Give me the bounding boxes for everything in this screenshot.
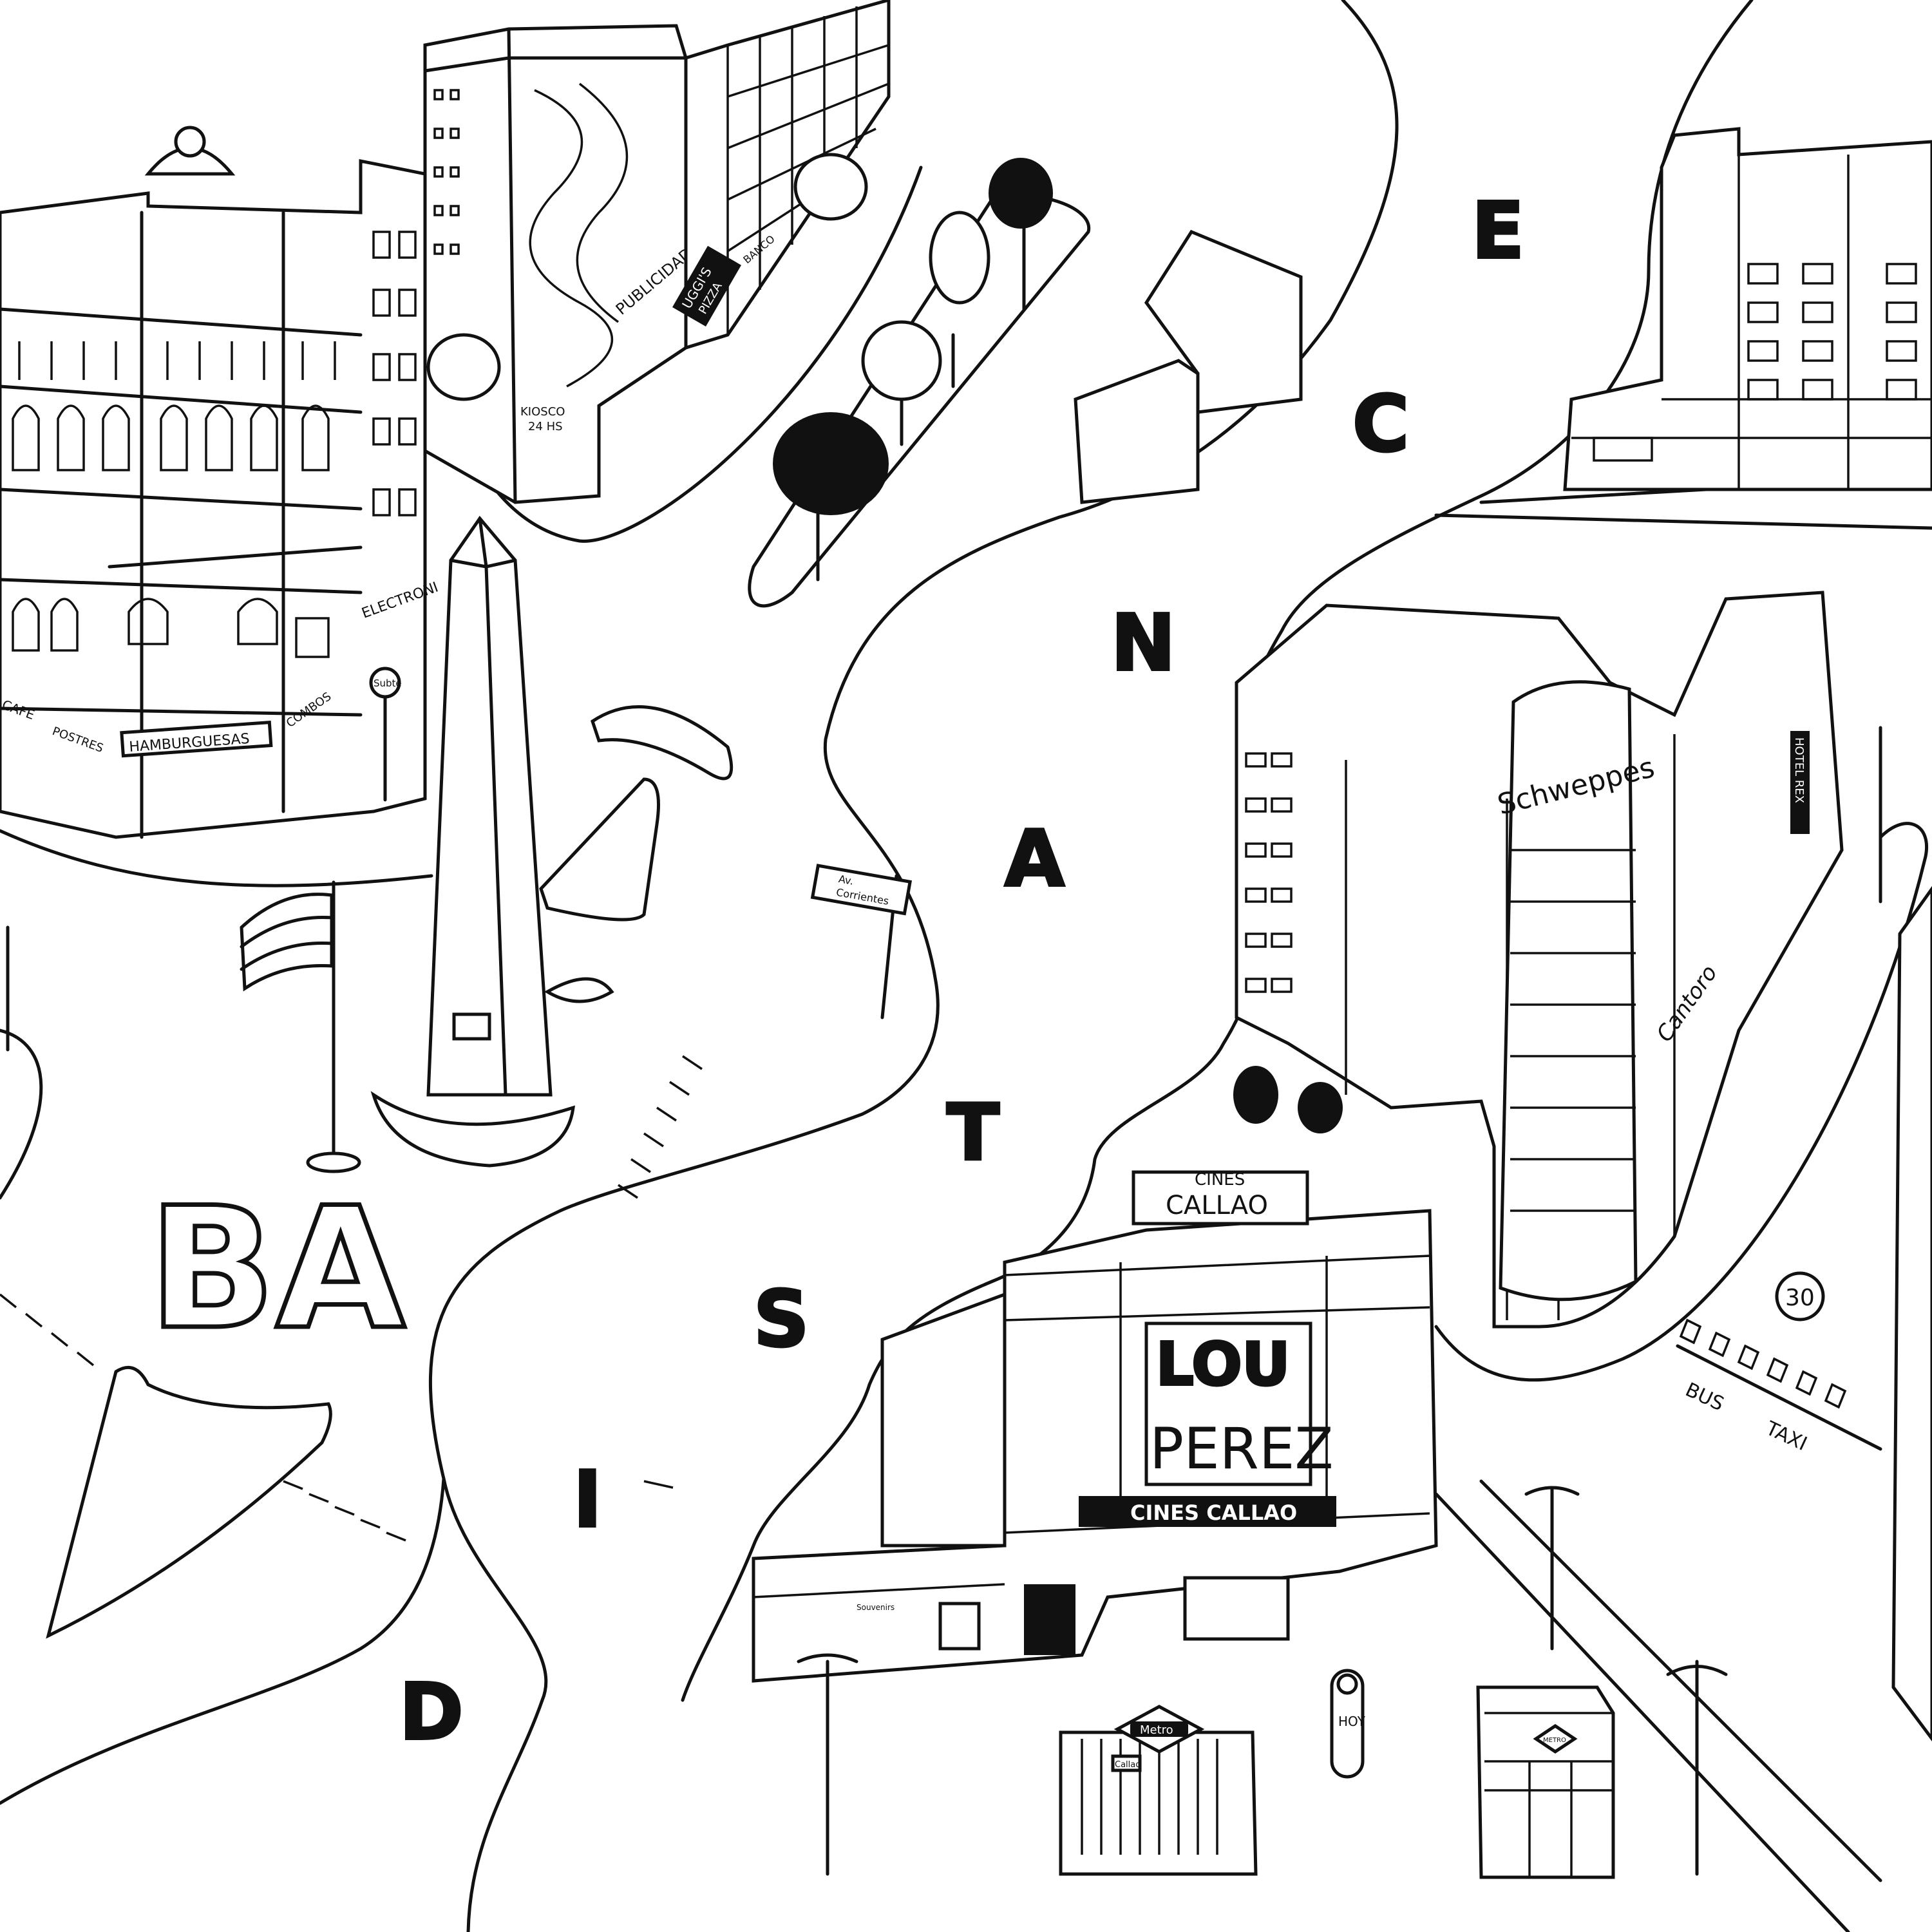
hoy-poster-column: HOY: [1330, 1669, 1366, 1779]
av-corrientes-sign: Av. Corrientes: [810, 864, 913, 1019]
metro-sign: Metro: [1140, 1723, 1173, 1737]
title-letter-e: E: [1472, 187, 1524, 276]
title-letter-i: I: [573, 1455, 602, 1545]
metro-entrance: Metro Callao: [1059, 1705, 1258, 1876]
title-letter-c: C: [1352, 380, 1409, 469]
title-letter-d: D: [399, 1668, 464, 1757]
cines-callao-building: CINES CALLAO LOU PEREZ CINES CALLAO Souv…: [752, 1170, 1438, 1683]
diagonal-road: [1434, 1479, 1882, 1932]
metro-kiosk-sign: METRO: [1543, 1737, 1566, 1744]
lane-taxi: TAXI: [1762, 1417, 1810, 1455]
street-lamps: [6, 726, 1882, 1876]
title-letter-n: N: [1111, 599, 1175, 688]
glass-office: UGGI'S PIZZA BANCO: [672, 0, 891, 350]
metro-kiosk: METRO: [1476, 1685, 1615, 1879]
sign-cines-callao-banner: CINES CALLAO: [1130, 1501, 1297, 1525]
distance-title: D I S T A N C E: [398, 185, 1526, 1759]
title-letter-s: S: [753, 1275, 809, 1365]
ba-letters: BA: [148, 1172, 406, 1367]
marquee-perez: PEREZ: [1150, 1416, 1334, 1482]
flag: [240, 880, 361, 1173]
metro-station-name: Callao: [1115, 1760, 1141, 1770]
sign-callao-top: CALLAO: [1166, 1191, 1268, 1220]
subte-sign: Subte: [374, 677, 402, 689]
left-sidewalk: [0, 1028, 43, 1200]
madrid-apartment-block: [1563, 127, 1932, 491]
obelisk: [426, 515, 553, 1097]
left-block-curb: [0, 829, 433, 887]
marquee-board: [1144, 1321, 1312, 1486]
planters: [46, 705, 734, 1639]
sign-souvenirs: Souvenirs: [857, 1603, 895, 1612]
sign-kiosco: KIOSCO: [520, 405, 565, 419]
street-sign-av: Av.: [838, 873, 855, 887]
pizza-sign: UGGI'S PIZZA: [672, 245, 741, 327]
madrid-right-curb: [1434, 822, 1928, 1382]
ba-corner-building: HAMBURGUESAS CAFE POSTRES COMBOS ELECTRO…: [0, 126, 440, 839]
sign-cines-top: CINES: [1195, 1170, 1245, 1189]
schweppes-building: Schweppes HOTEL REX Cantoro: [1235, 591, 1844, 1329]
trees: [426, 153, 1343, 1133]
poster-hoy: HOY: [1338, 1714, 1366, 1729]
bottom-left-curb: [0, 1477, 446, 1805]
speed-limit-30: 30: [1785, 1285, 1815, 1311]
kiosco-tower: PUBLICIDAD KIOSCO 24 HS: [423, 24, 696, 504]
title-letter-a: A: [1005, 815, 1065, 904]
avenue-median: [748, 194, 1091, 608]
lane-bus: BUS: [1682, 1379, 1728, 1416]
sign-hotel-rex: HOTEL REX: [1792, 737, 1806, 803]
marquee-lou: LOU: [1156, 1330, 1290, 1399]
road-left-edge: [428, 0, 1399, 1932]
right-edge-building: [1891, 886, 1932, 1742]
title-letter-t: T: [947, 1088, 999, 1178]
sign-24hs: 24 HS: [528, 420, 563, 433]
top-building-right: [1074, 229, 1303, 504]
